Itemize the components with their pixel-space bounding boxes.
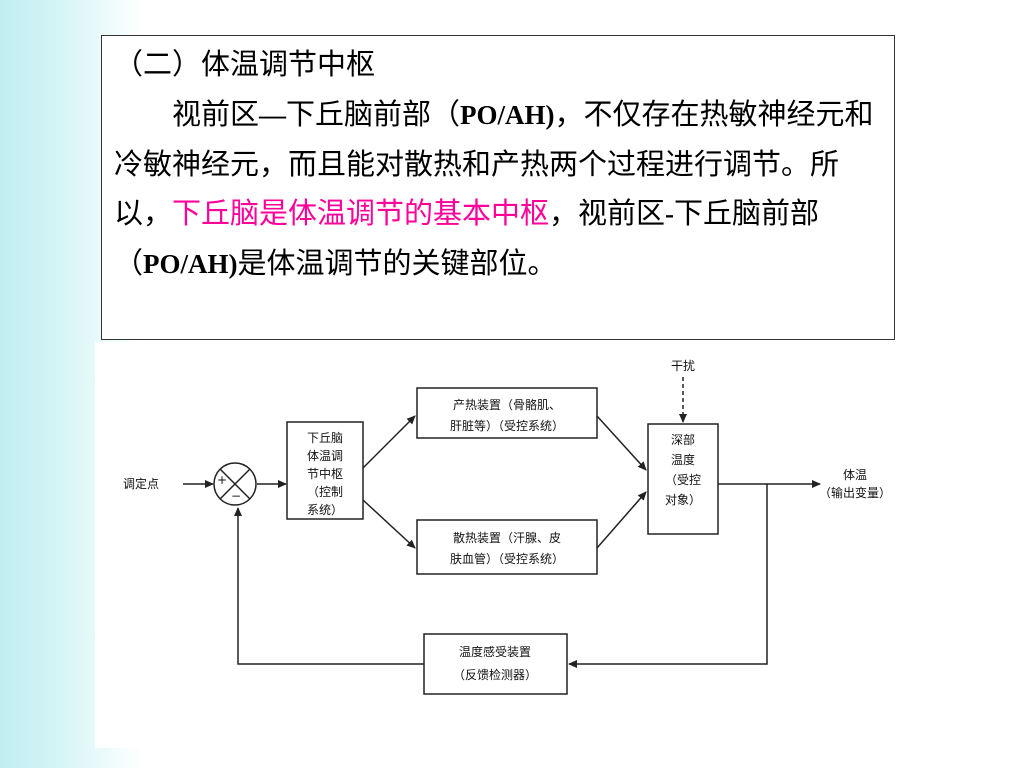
arrow-to-heat-loss <box>362 499 416 549</box>
controller-box <box>286 421 364 520</box>
core-temp-line-1: 深部 <box>671 432 695 447</box>
control-loop-diagram: 调定点 + − 下丘脑 体温调 节中枢 （控制 系统） 产热装置（骨骼肌、 肝脏… <box>95 342 1024 748</box>
heat-loss-line-2: 肤血管）（受控系统） <box>450 551 564 566</box>
controller-line-1: 下丘脑 <box>307 431 343 445</box>
feedback-line-right <box>568 484 768 668</box>
para-abbr-1: PO/AH) <box>460 100 555 130</box>
arrow-loss-core <box>596 491 647 549</box>
controller-line-5: 系统） <box>307 503 343 517</box>
output-line-1: 体温 <box>843 468 867 482</box>
controller-line-4: （控制 <box>307 485 343 499</box>
para-dash-2: - <box>665 199 675 229</box>
heat-production-line-1: 产热装置（骨骼肌、 <box>453 397 561 412</box>
para-text-e: 下丘脑前部（ <box>114 196 820 280</box>
core-temp-box <box>647 423 719 535</box>
plus-sign: + <box>217 473 227 487</box>
sensor-box <box>423 633 568 695</box>
arrow-production-core <box>596 415 647 471</box>
text-box: （二）体温调节中枢 视前区—下丘脑前部（PO/AH)，不仅存在热敏神经元和冷敏神… <box>101 35 895 340</box>
disturbance-label: 干扰 <box>671 359 695 373</box>
sensor-line-2: （反馈检测器） <box>453 667 537 682</box>
controller-line-2: 体温调 <box>307 449 343 463</box>
slide-heading: （二）体温调节中枢 <box>114 47 376 81</box>
para-text-b: 下丘脑前部（ <box>286 97 461 131</box>
core-temp-line-4: 对象） <box>665 493 701 507</box>
para-text-a: 视前区 <box>172 97 260 131</box>
minus-sign: − <box>231 489 241 503</box>
para-text-d: ，视前区 <box>549 196 666 230</box>
controller-text: 下丘脑 体温调 节中枢 （控制 系统） <box>307 431 343 517</box>
para-dash: — <box>259 100 287 130</box>
heat-production-line-2: 肝脏等）（受控系统） <box>450 418 564 433</box>
slide-paragraph: 视前区—下丘脑前部（PO/AH)，不仅存在热敏神经元和冷敏神经元，而且能对散热和… <box>114 90 880 289</box>
feedback-line-left <box>234 507 424 665</box>
controller-line-3: 节中枢 <box>307 466 343 481</box>
highlight-text: 下丘脑是体温调节的基本中枢 <box>172 196 550 230</box>
comparator <box>213 462 257 506</box>
arrow-to-heat-production <box>362 415 416 469</box>
output-line-2: （输出变量） <box>819 485 891 500</box>
para-abbr-2: PO/AH) <box>143 249 238 279</box>
core-temp-line-2: 温度 <box>671 452 695 467</box>
heat-production-box <box>416 387 598 439</box>
para-text-c: ，不仅存在热敏神经元和冷敏神经元，而且能对散热和产热两个过程进行调节。所以， <box>114 97 874 230</box>
heat-loss-line-1: 散热装置（汗腺、皮 <box>453 530 561 545</box>
setpoint-label: 调定点 <box>123 476 159 491</box>
para-text-f: 是体温调节的关键部位。 <box>237 246 557 280</box>
core-temp-line-3: （受控 <box>665 473 701 487</box>
sensor-line-1: 温度感受装置 <box>459 644 531 659</box>
